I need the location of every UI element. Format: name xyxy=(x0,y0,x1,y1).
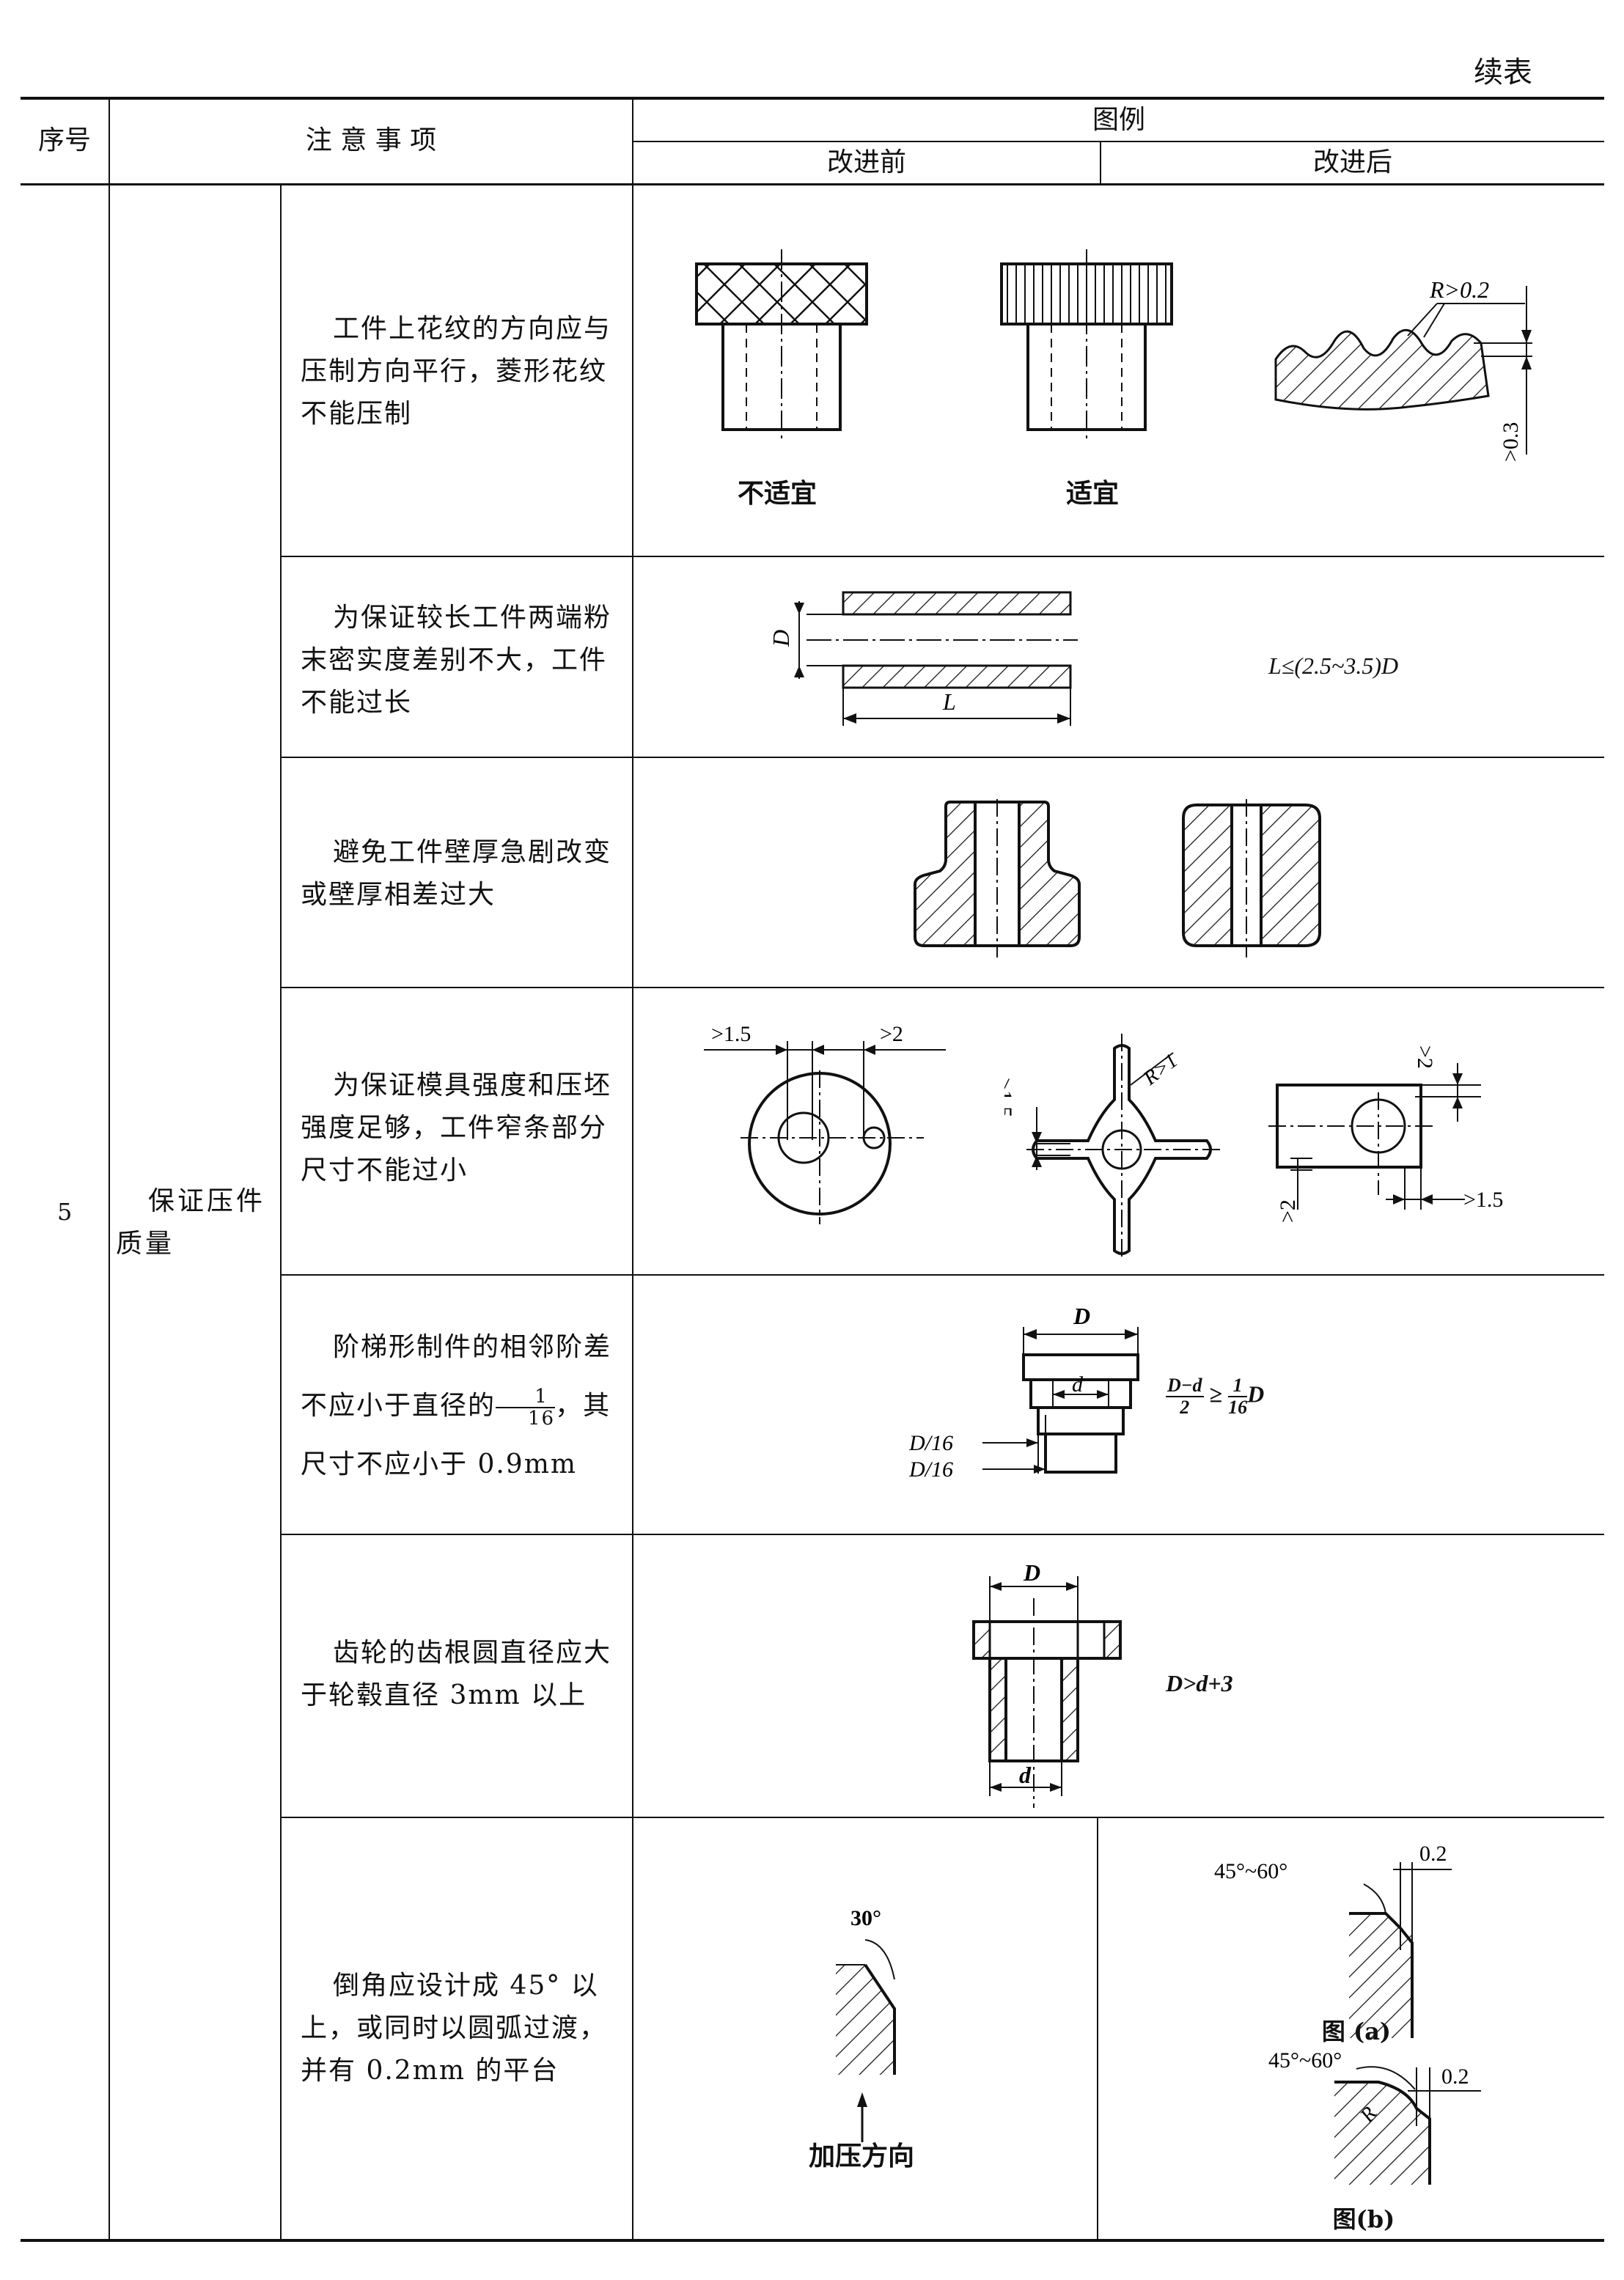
label-gt-2-c: >2 xyxy=(1276,1199,1300,1223)
figure-gear-hub: D d xyxy=(972,1559,1122,1808)
col-divider-3 xyxy=(632,97,633,2239)
label-d16-b: D/16 xyxy=(909,1457,953,1482)
label-d-upper: D xyxy=(1073,1303,1090,1329)
label-gt-0-3: >0.3 xyxy=(1499,422,1523,462)
label-45-60-b: 45°~60° xyxy=(1268,2048,1342,2073)
note-6: 齿轮的齿根圆直径应大于轮毂直径 3mm 以上 xyxy=(301,1638,612,1710)
col-divider-2 xyxy=(280,185,282,2239)
label-r-0-2: R>0.2 xyxy=(1429,276,1489,303)
note-3: 避免工件壁厚急剧改变或壁厚相差过大 xyxy=(301,837,612,910)
continued-label: 续表 xyxy=(1474,56,1532,89)
label-gt-1-5-c: >1.5 xyxy=(1463,1188,1503,1212)
table-top-rule xyxy=(21,97,1604,100)
row-rule-6 xyxy=(280,1817,1604,1818)
figure-chamfer-after-a: 45°~60° 0.2 xyxy=(1214,1842,1452,2038)
figure-wall-after xyxy=(1182,799,1321,957)
label-gt-2-b: >2 xyxy=(1413,1045,1437,1069)
header-after: 改进后 xyxy=(1312,147,1392,177)
figure-chamfer-before: 30° xyxy=(836,1906,896,2075)
label-gear-d-lower: d xyxy=(1019,1762,1032,1788)
figure-narrow-disc: >1.5 >2 xyxy=(704,1022,946,1224)
label-gear-d-upper: D xyxy=(1023,1559,1040,1586)
pressing-arrow xyxy=(857,2092,867,2142)
header-no: 序号 xyxy=(37,125,91,155)
col-divider-before-after xyxy=(1100,142,1101,185)
note-4: 为保证模具强度和压坯强度足够，工件窄条部分尺寸不能过小 xyxy=(301,1070,612,1185)
col-divider-1 xyxy=(109,97,110,2239)
caption-figure-a: 图 (a) xyxy=(1321,2018,1392,2045)
label-d16-a: D/16 xyxy=(909,1431,953,1455)
note-1: 工件上花纹的方向应与压制方向平行，菱形花纹不能压制 xyxy=(301,314,612,429)
label-d-lower: d xyxy=(1072,1372,1084,1397)
label-gt-2-a: >2 xyxy=(880,1022,903,1046)
label-0-2-b: 0.2 xyxy=(1441,2064,1469,2089)
row-rule-3 xyxy=(280,987,1604,988)
label-l: L xyxy=(942,688,956,715)
figure-knurl-diamond xyxy=(695,249,868,438)
row-number: 5 xyxy=(57,1198,73,1226)
label-gt-1-5-b: >1.5 xyxy=(1004,1078,1016,1117)
label-gt-1-5-a: >1.5 xyxy=(711,1022,751,1046)
header-bottom-rule xyxy=(21,183,1604,185)
header-figure: 图例 xyxy=(1092,105,1145,135)
figure-knurl-straight xyxy=(1000,249,1173,438)
col-divider-before-after-last xyxy=(1097,1817,1098,2239)
header-notes: 注 意 事 项 xyxy=(305,125,437,155)
category-label: 保证压件质量 xyxy=(116,1186,266,1259)
label-d: D xyxy=(768,630,794,647)
label-r-gt-1: R>1 xyxy=(1139,1049,1182,1090)
caption-pressing-direction: 加压方向 xyxy=(808,2141,914,2171)
label-45-60-a: 45°~60° xyxy=(1214,1859,1287,1883)
table-bottom-rule xyxy=(21,2239,1604,2242)
formula-gear: D>d+3 xyxy=(1166,1670,1233,1696)
note-7: 倒角应设计成 45° 以上，或同时以圆弧过渡，并有 0.2mm 的平台 xyxy=(301,1971,608,2086)
figure-stepped-part: D d D/16 D/16 xyxy=(909,1303,1139,1482)
caption-unsuitable: 不适宜 xyxy=(737,478,817,509)
label-30deg: 30° xyxy=(850,1906,881,1930)
figure-long-tube: D L xyxy=(768,591,1078,726)
figure-wall-before xyxy=(914,799,1081,957)
formula-length: L≤(2.5~3.5)D xyxy=(1268,652,1399,679)
header-before: 改进前 xyxy=(826,147,906,177)
row-rule-2 xyxy=(280,757,1604,758)
label-0-2-a: 0.2 xyxy=(1419,1842,1447,1866)
figure-narrow-cross: >1.5 R>1 xyxy=(1004,1034,1224,1261)
header-sub-rule xyxy=(632,141,1604,142)
row-rule-4 xyxy=(280,1274,1604,1276)
row-rule-5 xyxy=(280,1534,1604,1535)
figure-chamfer-after-b: 45°~60° R 0.2 xyxy=(1268,2048,1481,2185)
figure-narrow-block: >2 >2 >1.5 xyxy=(1268,1045,1503,1223)
figure-knurl-profile: R>0.2 >0.3 xyxy=(1274,276,1532,462)
note-2: 为保证较长工件两端粉末密实度差别不大，工件不能过长 xyxy=(301,603,612,718)
caption-suitable: 适宜 xyxy=(1065,478,1119,509)
row-rule-1 xyxy=(280,556,1604,557)
caption-figure-b: 图(b) xyxy=(1332,2205,1395,2233)
